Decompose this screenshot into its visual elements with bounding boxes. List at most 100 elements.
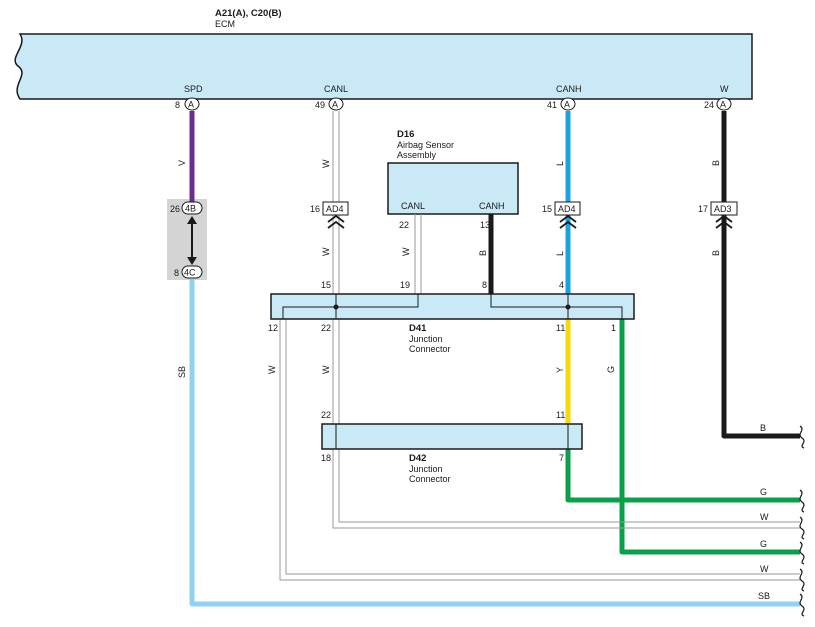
ad3-pin: 17	[698, 204, 708, 214]
ad4-left-box	[322, 201, 349, 216]
c4b-label: 4B	[185, 204, 196, 214]
airbag-canl-pin: 22	[399, 220, 409, 230]
d41-bottom-pin-3: 11	[556, 323, 565, 333]
ad4-left-label: AD4	[326, 204, 344, 214]
d41-bottom-pin-1: 12	[268, 323, 278, 333]
c4c-label: 4C	[184, 268, 196, 278]
d42-name-line2: Connector	[409, 474, 451, 484]
wire-label-b3: B	[711, 250, 721, 256]
ecm-pins: 8 A 49 A 41 A 24 A	[175, 97, 732, 111]
d42-id: D42	[409, 453, 426, 464]
airbag-canh-label: CANH	[479, 201, 505, 211]
d41-top-pin-2: 19	[400, 280, 410, 290]
ad4-left-chevron-icon	[327, 214, 345, 229]
d42-bottom-pin-1: 18	[321, 453, 331, 463]
d41-top-pin-1: 15	[321, 280, 331, 290]
wire-green-1	[565, 449, 800, 503]
ecm-conn-marker-canh	[560, 97, 576, 111]
d41-name-line1: Junction	[409, 334, 443, 344]
wire-w-out2-b	[285, 319, 800, 575]
ecm-pin-spd: 8	[175, 100, 180, 110]
c4b-pin: 26	[170, 204, 180, 214]
wire-w-out1-b	[338, 319, 800, 523]
ecm-pin-canh: 41	[547, 100, 557, 110]
d41-top-pin-4: 4	[559, 280, 564, 290]
d42-bottom-pin-2: 7	[559, 453, 564, 463]
arrow-up-icon	[187, 216, 197, 224]
ecm-conn-spd: A	[188, 100, 194, 110]
wire-label-l1: L	[555, 161, 565, 166]
ad4-right-label: AD4	[558, 204, 576, 214]
airbag-sensor-block: D16 Airbag Sensor Assembly CANL CANH 22 …	[387, 129, 519, 230]
ad4-right-box	[554, 201, 581, 216]
ecm-conn-marker-spd	[184, 97, 200, 111]
output-labels: B G W G W SB	[758, 423, 770, 601]
ecm-block: A21(A), C20(B) ECM SPD CANL CANH W	[14, 8, 753, 100]
wire-w-out1-a	[332, 319, 800, 529]
wire-label-w1: W	[321, 159, 331, 168]
continuation-mark-1	[799, 425, 805, 449]
airbag-id: D16	[397, 129, 414, 140]
wire-label-l2: L	[555, 251, 565, 256]
ecm-conn-marker-canl	[328, 97, 344, 111]
output-label-6: SB	[758, 591, 770, 601]
continuation-mark-5	[799, 568, 805, 592]
ecm-conn-canh: A	[564, 100, 570, 110]
d42-name-line1: Junction	[409, 464, 443, 474]
wires	[189, 111, 800, 607]
arrow-down-icon	[187, 257, 197, 265]
continuation-mark-3	[799, 516, 805, 540]
d41-bus-low	[282, 294, 419, 319]
wire-label-w5: W	[321, 365, 331, 374]
d42-top-pin-1: 22	[321, 410, 331, 420]
c4c-box	[181, 265, 203, 279]
ad3-label: AD3	[714, 204, 732, 214]
ecm-pin-canl: 49	[315, 100, 325, 110]
continuation-mark-2	[799, 489, 805, 513]
ecm-terminal-canh: CANH	[556, 84, 582, 94]
ecm-conn-marker-w	[716, 97, 732, 111]
airbag-name-line1: Airbag Sensor	[397, 140, 454, 150]
wire-label-b2: B	[711, 160, 721, 166]
d41-top-pin-3: 8	[482, 280, 487, 290]
output-label-4: G	[760, 539, 767, 549]
ecm-id: A21(A), C20(B)	[215, 8, 282, 19]
continuation-mark-6	[799, 593, 805, 617]
d42-junction-connector: 22 11 18 7 D42 Junction Connector	[321, 410, 583, 484]
airbag-name-line2: Assembly	[397, 150, 437, 160]
ecm-terminal-canl: CANL	[324, 84, 348, 94]
ad3-chevron-icon	[715, 214, 733, 229]
output-label-1: B	[760, 423, 766, 433]
wire-label-b1: B	[478, 250, 488, 256]
wire-label-g: G	[606, 366, 616, 373]
d41-splice-high	[565, 304, 571, 310]
wire-green-2	[619, 319, 800, 555]
continuation-marks	[799, 425, 805, 617]
wire-labels: V W W W B L L B B SB W W Y G	[177, 159, 721, 378]
wire-label-sb: SB	[177, 366, 187, 378]
d41-junction-connector: 15 19 8 4 12 22 11 1 D41 Junction Connec…	[268, 280, 635, 354]
c4b-box	[181, 201, 203, 215]
ad4-right-pin: 15	[542, 204, 552, 214]
output-label-3: W	[760, 512, 769, 522]
ecm-conn-canl: A	[332, 100, 338, 110]
wire-w-out2-a	[279, 319, 800, 581]
d41-bottom-pin-2: 22	[321, 323, 331, 333]
wire-label-y: Y	[555, 367, 565, 373]
d41-splice-low	[333, 304, 339, 310]
d41-name-line2: Connector	[409, 344, 451, 354]
d42-top-pin-2: 11	[556, 410, 565, 420]
wire-label-w2: W	[321, 247, 331, 256]
d41-bottom-pin-4: 1	[611, 323, 616, 333]
wire-label-v: V	[177, 160, 187, 166]
d41-bus-high	[490, 294, 623, 319]
airbag-canh-pin: 13	[480, 220, 490, 230]
airbag-box	[387, 162, 519, 215]
wire-label-w3: W	[401, 247, 411, 256]
d42-box	[321, 423, 583, 450]
continuation-mark-4	[799, 541, 805, 565]
ecm-name: ECM	[215, 19, 235, 29]
ad4-right-chevron-icon	[559, 214, 577, 229]
inline-connectors: 16 AD4 15 AD4 17 AD3 26 4B 8 4C	[170, 201, 738, 279]
